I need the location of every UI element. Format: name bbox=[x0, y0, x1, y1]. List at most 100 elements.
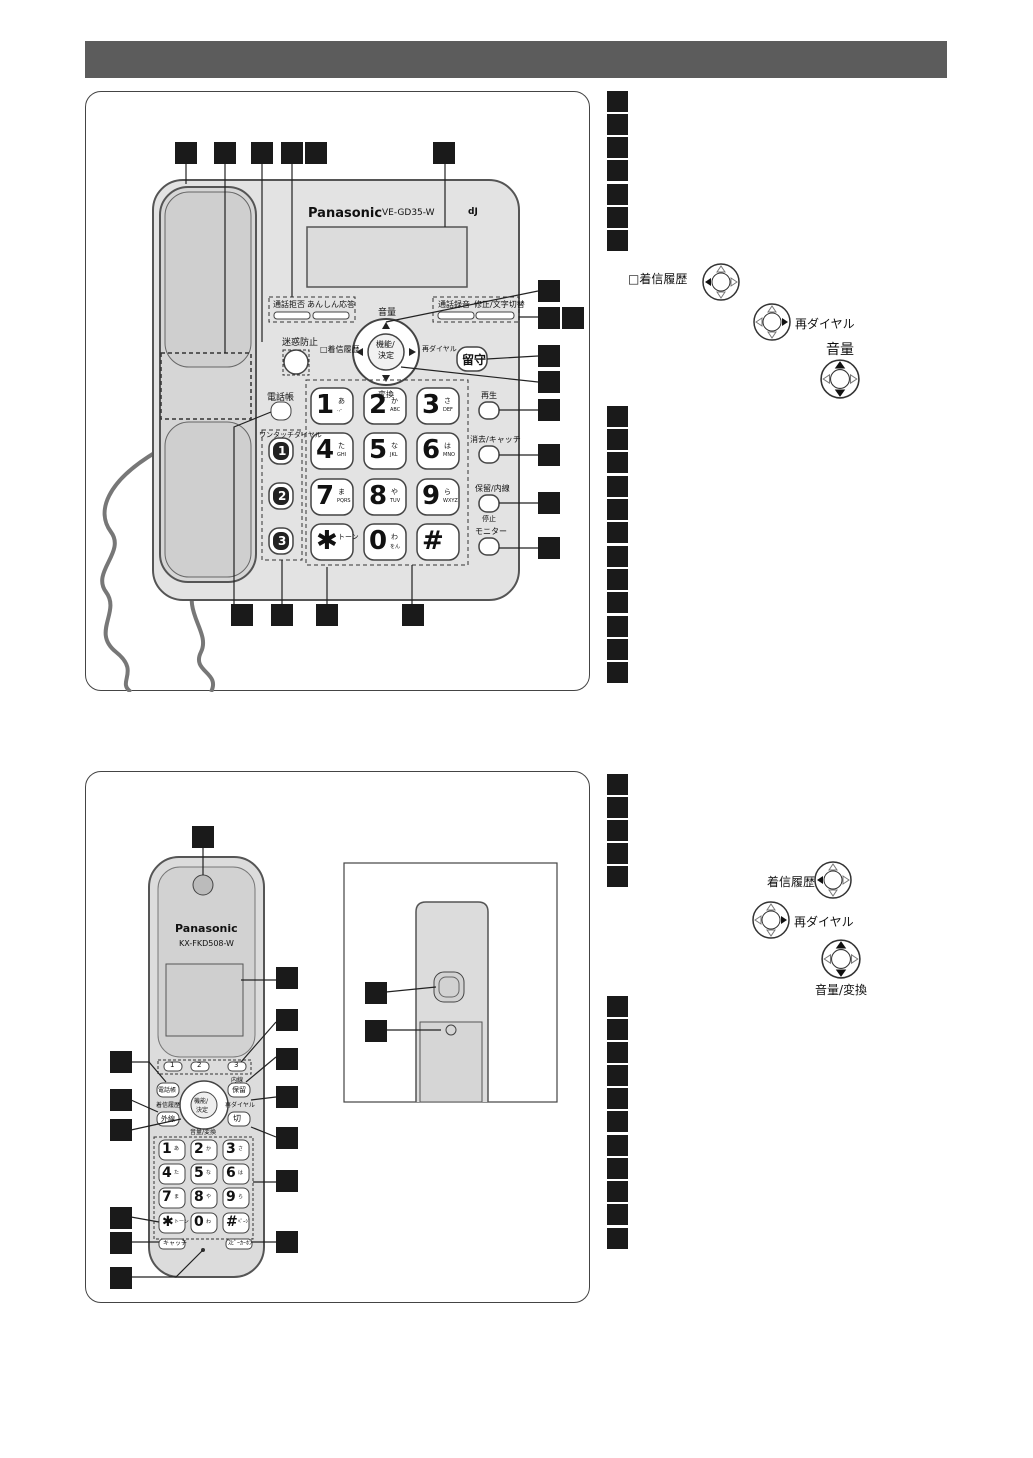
callout-marker bbox=[276, 1086, 298, 1108]
legend-marker bbox=[607, 522, 628, 543]
legend-marker bbox=[607, 207, 628, 228]
base-key-letters: WXYZ bbox=[443, 498, 458, 504]
handset-key-kana: な bbox=[206, 1170, 212, 1176]
callout-marker bbox=[402, 604, 424, 626]
legend-marker bbox=[607, 639, 628, 660]
stop-label: 停止 bbox=[482, 515, 496, 523]
handset-key-8[interactable]: 8 bbox=[194, 1189, 204, 1205]
base-unit-illustration bbox=[100, 163, 560, 692]
handset-key-12[interactable]: # bbox=[226, 1214, 238, 1230]
handset-key-11[interactable]: 0 bbox=[194, 1214, 204, 1230]
handset-key-10[interactable]: ✱ bbox=[162, 1214, 174, 1230]
callout-marker bbox=[538, 399, 560, 421]
base-key-kana: は bbox=[444, 442, 451, 450]
legend-marker bbox=[607, 1228, 628, 1249]
base-key-10[interactable]: ✱ bbox=[316, 526, 338, 556]
callout-marker bbox=[538, 307, 560, 329]
onetouch-key-2[interactable]: 2 bbox=[278, 489, 287, 503]
base-key-4[interactable]: 4 bbox=[316, 435, 335, 465]
legend-marker bbox=[607, 137, 628, 158]
nav-right-icon bbox=[753, 303, 791, 341]
base-key-letters: DEF bbox=[443, 407, 453, 413]
callout-marker bbox=[538, 371, 560, 393]
handset-key-1[interactable]: 1 bbox=[162, 1141, 172, 1157]
callout-marker bbox=[276, 967, 298, 989]
handset-volume-label: 音量/変換 bbox=[190, 1129, 217, 1136]
handset-key-6[interactable]: 6 bbox=[226, 1165, 236, 1181]
base-unit-panel: Panasonic VE-GD35-W dJ 通話拒否 あんしん応答 通話録音 … bbox=[85, 91, 590, 692]
handset-function-label-2: 決定 bbox=[196, 1107, 209, 1114]
onetouch-key-3[interactable]: 3 bbox=[278, 534, 287, 548]
base-incoming-history-label: □着信履歴 bbox=[320, 345, 360, 354]
base-model: VE-GD35-W bbox=[382, 208, 435, 218]
base-key-kana: さ bbox=[444, 397, 451, 405]
handset-key-kana: あ bbox=[174, 1146, 180, 1152]
callout-marker bbox=[276, 1231, 298, 1253]
base-convert-label: 変換 bbox=[378, 390, 394, 399]
legend-marker bbox=[607, 616, 628, 637]
base-key-11[interactable]: 0 bbox=[369, 526, 388, 556]
base-key-9[interactable]: 9 bbox=[422, 481, 441, 511]
callout-marker bbox=[433, 142, 455, 164]
legend-marker bbox=[607, 184, 628, 205]
legend-marker bbox=[607, 569, 628, 590]
base-key-5[interactable]: 5 bbox=[369, 435, 388, 465]
base-key-8[interactable]: 8 bbox=[369, 481, 388, 511]
handset-soft-key-1[interactable]: 1 bbox=[170, 1061, 175, 1069]
legend-marker bbox=[607, 1088, 628, 1109]
handset-key-5[interactable]: 5 bbox=[194, 1165, 204, 1181]
handset-soft-key-3[interactable]: 3 bbox=[234, 1061, 239, 1069]
handset-key-9[interactable]: 9 bbox=[226, 1189, 236, 1205]
base-key-letters: ABC bbox=[390, 407, 401, 413]
legend-marker bbox=[607, 662, 628, 683]
base-key-2[interactable]: 2 bbox=[369, 390, 388, 420]
legend-marker bbox=[607, 866, 628, 887]
legend-marker bbox=[607, 114, 628, 135]
handset-key-7[interactable]: 7 bbox=[162, 1189, 172, 1205]
answering-button-label: 留守 bbox=[462, 353, 487, 367]
callout-marker bbox=[175, 142, 197, 164]
handset-speaker-label: ｽﾋﾟｰｶｰﾎﾝ bbox=[228, 1240, 253, 1247]
callout-marker bbox=[538, 492, 560, 514]
base-key-6[interactable]: 6 bbox=[422, 435, 441, 465]
legend-handset-redial: 再ダイヤル bbox=[794, 915, 854, 929]
hold-intercom-label: 保留/内線 bbox=[475, 484, 510, 493]
handset-catch-label: キャッチ bbox=[163, 1240, 188, 1247]
base-key-letters: MNO bbox=[443, 452, 455, 458]
base-brand: Panasonic bbox=[308, 206, 383, 221]
handset-key-4[interactable]: 4 bbox=[162, 1165, 172, 1181]
callout-marker bbox=[276, 1048, 298, 1070]
callout-marker bbox=[281, 142, 303, 164]
callout-marker bbox=[538, 444, 560, 466]
legend-redial: 再ダイヤル bbox=[795, 317, 855, 331]
handset-key-3[interactable]: 3 bbox=[226, 1141, 236, 1157]
callout-marker bbox=[214, 142, 236, 164]
legend-marker bbox=[607, 476, 628, 497]
handset-model: KX-FKD508-W bbox=[179, 939, 234, 948]
handset-key-2[interactable]: 2 bbox=[194, 1141, 204, 1157]
call-reject-label: 通話拒否 bbox=[273, 300, 305, 309]
legend-marker bbox=[607, 429, 628, 450]
base-key-12[interactable]: # bbox=[422, 526, 444, 556]
legend-marker bbox=[607, 1158, 628, 1179]
handset-phonebook-label: 電話帳 bbox=[158, 1087, 177, 1094]
legend-handset-incoming: 着信履歴 bbox=[767, 875, 816, 889]
base-key-7[interactable]: 7 bbox=[316, 481, 335, 511]
legend-marker bbox=[607, 843, 628, 864]
legend-marker bbox=[607, 230, 628, 251]
callout-marker bbox=[562, 307, 584, 329]
handset-soft-key-2[interactable]: 2 bbox=[197, 1061, 202, 1069]
base-key-kana: ま bbox=[338, 488, 345, 496]
base-key-kana: た bbox=[338, 442, 345, 450]
legend-marker bbox=[607, 546, 628, 567]
base-key-3[interactable]: 3 bbox=[422, 390, 441, 420]
callout-marker bbox=[110, 1089, 132, 1111]
callout-marker bbox=[251, 142, 273, 164]
nav-updown-icon bbox=[821, 939, 861, 979]
onetouch-key-1[interactable]: 1 bbox=[278, 444, 287, 458]
base-key-1[interactable]: 1 bbox=[316, 390, 335, 420]
base-key-letters: JKL bbox=[390, 452, 398, 458]
handset-outside-label: 外線 bbox=[161, 1115, 175, 1123]
base-key-kana: トーン bbox=[338, 533, 359, 541]
nav-left-icon bbox=[814, 861, 852, 899]
